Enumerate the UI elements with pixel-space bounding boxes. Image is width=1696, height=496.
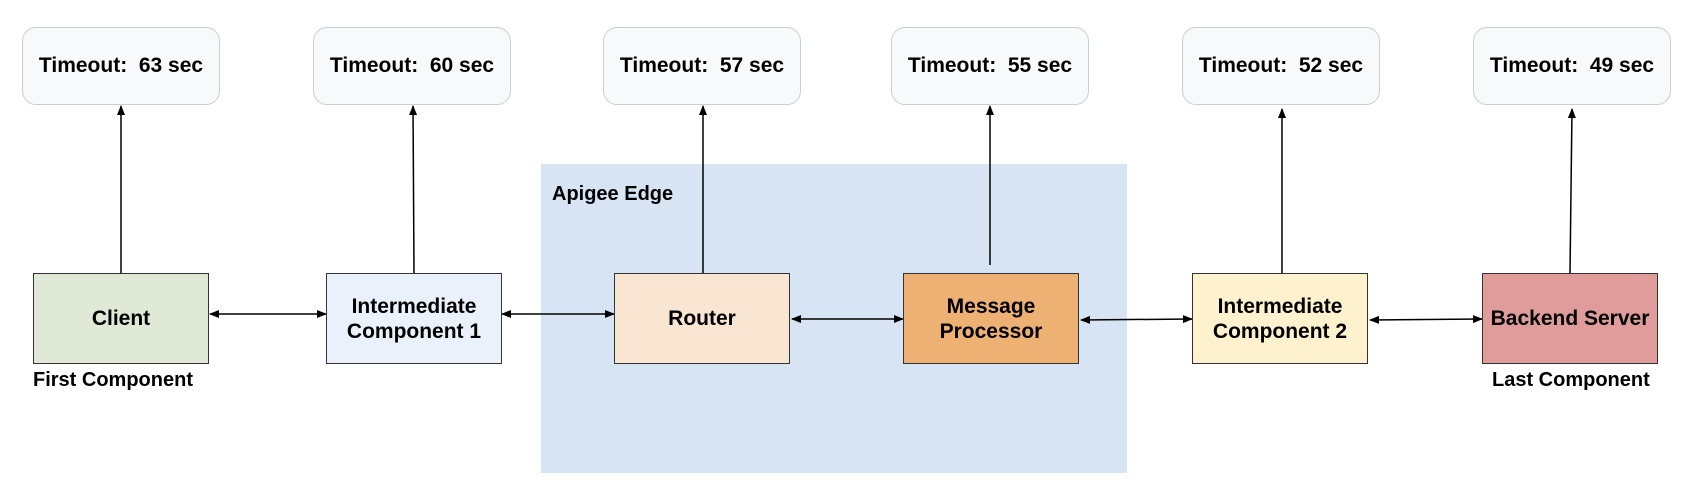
component-router: Router	[614, 273, 790, 364]
arrow-message-processor-intermediate-2	[1080, 315, 1193, 324]
component-backend-server: Backend Server	[1482, 273, 1658, 364]
timeout-box-backend: Timeout: 49 sec	[1473, 27, 1671, 105]
component-message-processor: Message Processor	[903, 273, 1079, 364]
last-component-caption: Last Component	[1492, 369, 1650, 391]
component-intermediate-1: Intermediate Component 1	[326, 273, 502, 364]
timeout-box-intermediate-2: Timeout: 52 sec	[1182, 27, 1380, 105]
component-intermediate-2: Intermediate Component 2	[1192, 273, 1368, 364]
timeout-box-intermediate-1: Timeout: 60 sec	[313, 27, 511, 105]
first-component-caption: First Component	[33, 369, 193, 391]
timeout-box-message-processor: Timeout: 55 sec	[891, 27, 1089, 105]
timeout-box-router: Timeout: 57 sec	[603, 27, 801, 105]
arrow-intermediate-1-timeout	[409, 105, 418, 274]
component-client: Client	[33, 273, 209, 364]
arrow-intermediate-2-backend	[1369, 315, 1483, 324]
apigee-edge-label: Apigee Edge	[552, 183, 674, 205]
timeout-box-client: Timeout: 63 sec	[22, 27, 220, 105]
arrow-backend-timeout	[1567, 108, 1576, 274]
